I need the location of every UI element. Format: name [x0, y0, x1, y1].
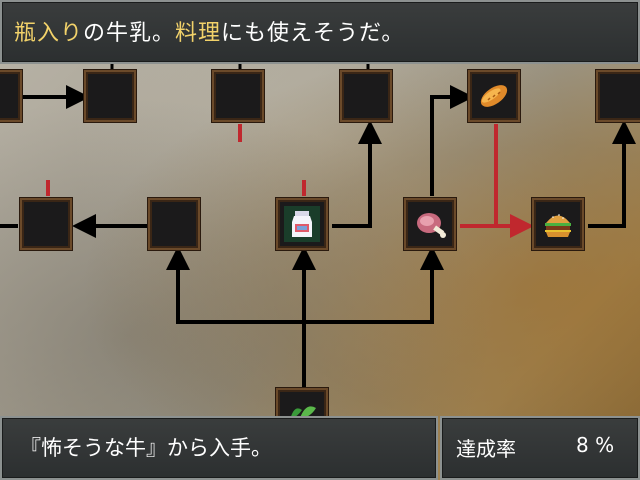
arrow-burger-up — [588, 120, 636, 228]
arrow-meat-up — [430, 85, 474, 196]
recipe-node-meat[interactable] — [404, 198, 456, 250]
bread-icon — [480, 85, 508, 107]
source-text: 『怖そうな牛』から入手。 — [20, 436, 272, 460]
recipe-node-bread[interactable] — [468, 70, 520, 122]
item-description: 瓶入りの牛乳。料理にも使えそうだ。 — [14, 15, 404, 47]
recipe-node-unknown[interactable] — [212, 70, 264, 122]
highlight-text: 料理 — [175, 21, 222, 46]
recipe-node-unknown[interactable] — [340, 70, 392, 122]
description-text: の牛乳。 — [83, 21, 176, 46]
recipe-node-unknown[interactable] — [84, 70, 136, 122]
item-description-panel: 瓶入りの牛乳。料理にも使えそうだ。 — [0, 0, 640, 64]
recipe-node-edge[interactable] — [0, 70, 22, 122]
highlight-text: 瓶入り — [14, 21, 84, 46]
milk-bottle-icon — [284, 206, 320, 242]
arrow-milk-up — [332, 120, 382, 228]
description-text: にも使えそうだ。 — [221, 21, 405, 46]
meat-icon — [417, 213, 446, 238]
recipe-node-milk[interactable] — [276, 198, 328, 250]
achievement-panel: 達成率 8 % — [440, 416, 640, 480]
recipe-node-unknown[interactable] — [148, 198, 200, 250]
achievement-value: 8 % — [576, 433, 615, 457]
arrow-herb-left — [166, 246, 304, 324]
recipe-node-hamburger[interactable] — [532, 198, 584, 250]
arrow-herb-right — [304, 246, 444, 324]
hamburger-icon — [545, 214, 571, 237]
recipe-node-unknown[interactable] — [20, 198, 72, 250]
source-panel: 『怖そうな牛』から入手。 — [0, 416, 438, 480]
recipe-node-unknown[interactable] — [596, 70, 640, 122]
achievement-label: 達成率 — [456, 437, 516, 461]
